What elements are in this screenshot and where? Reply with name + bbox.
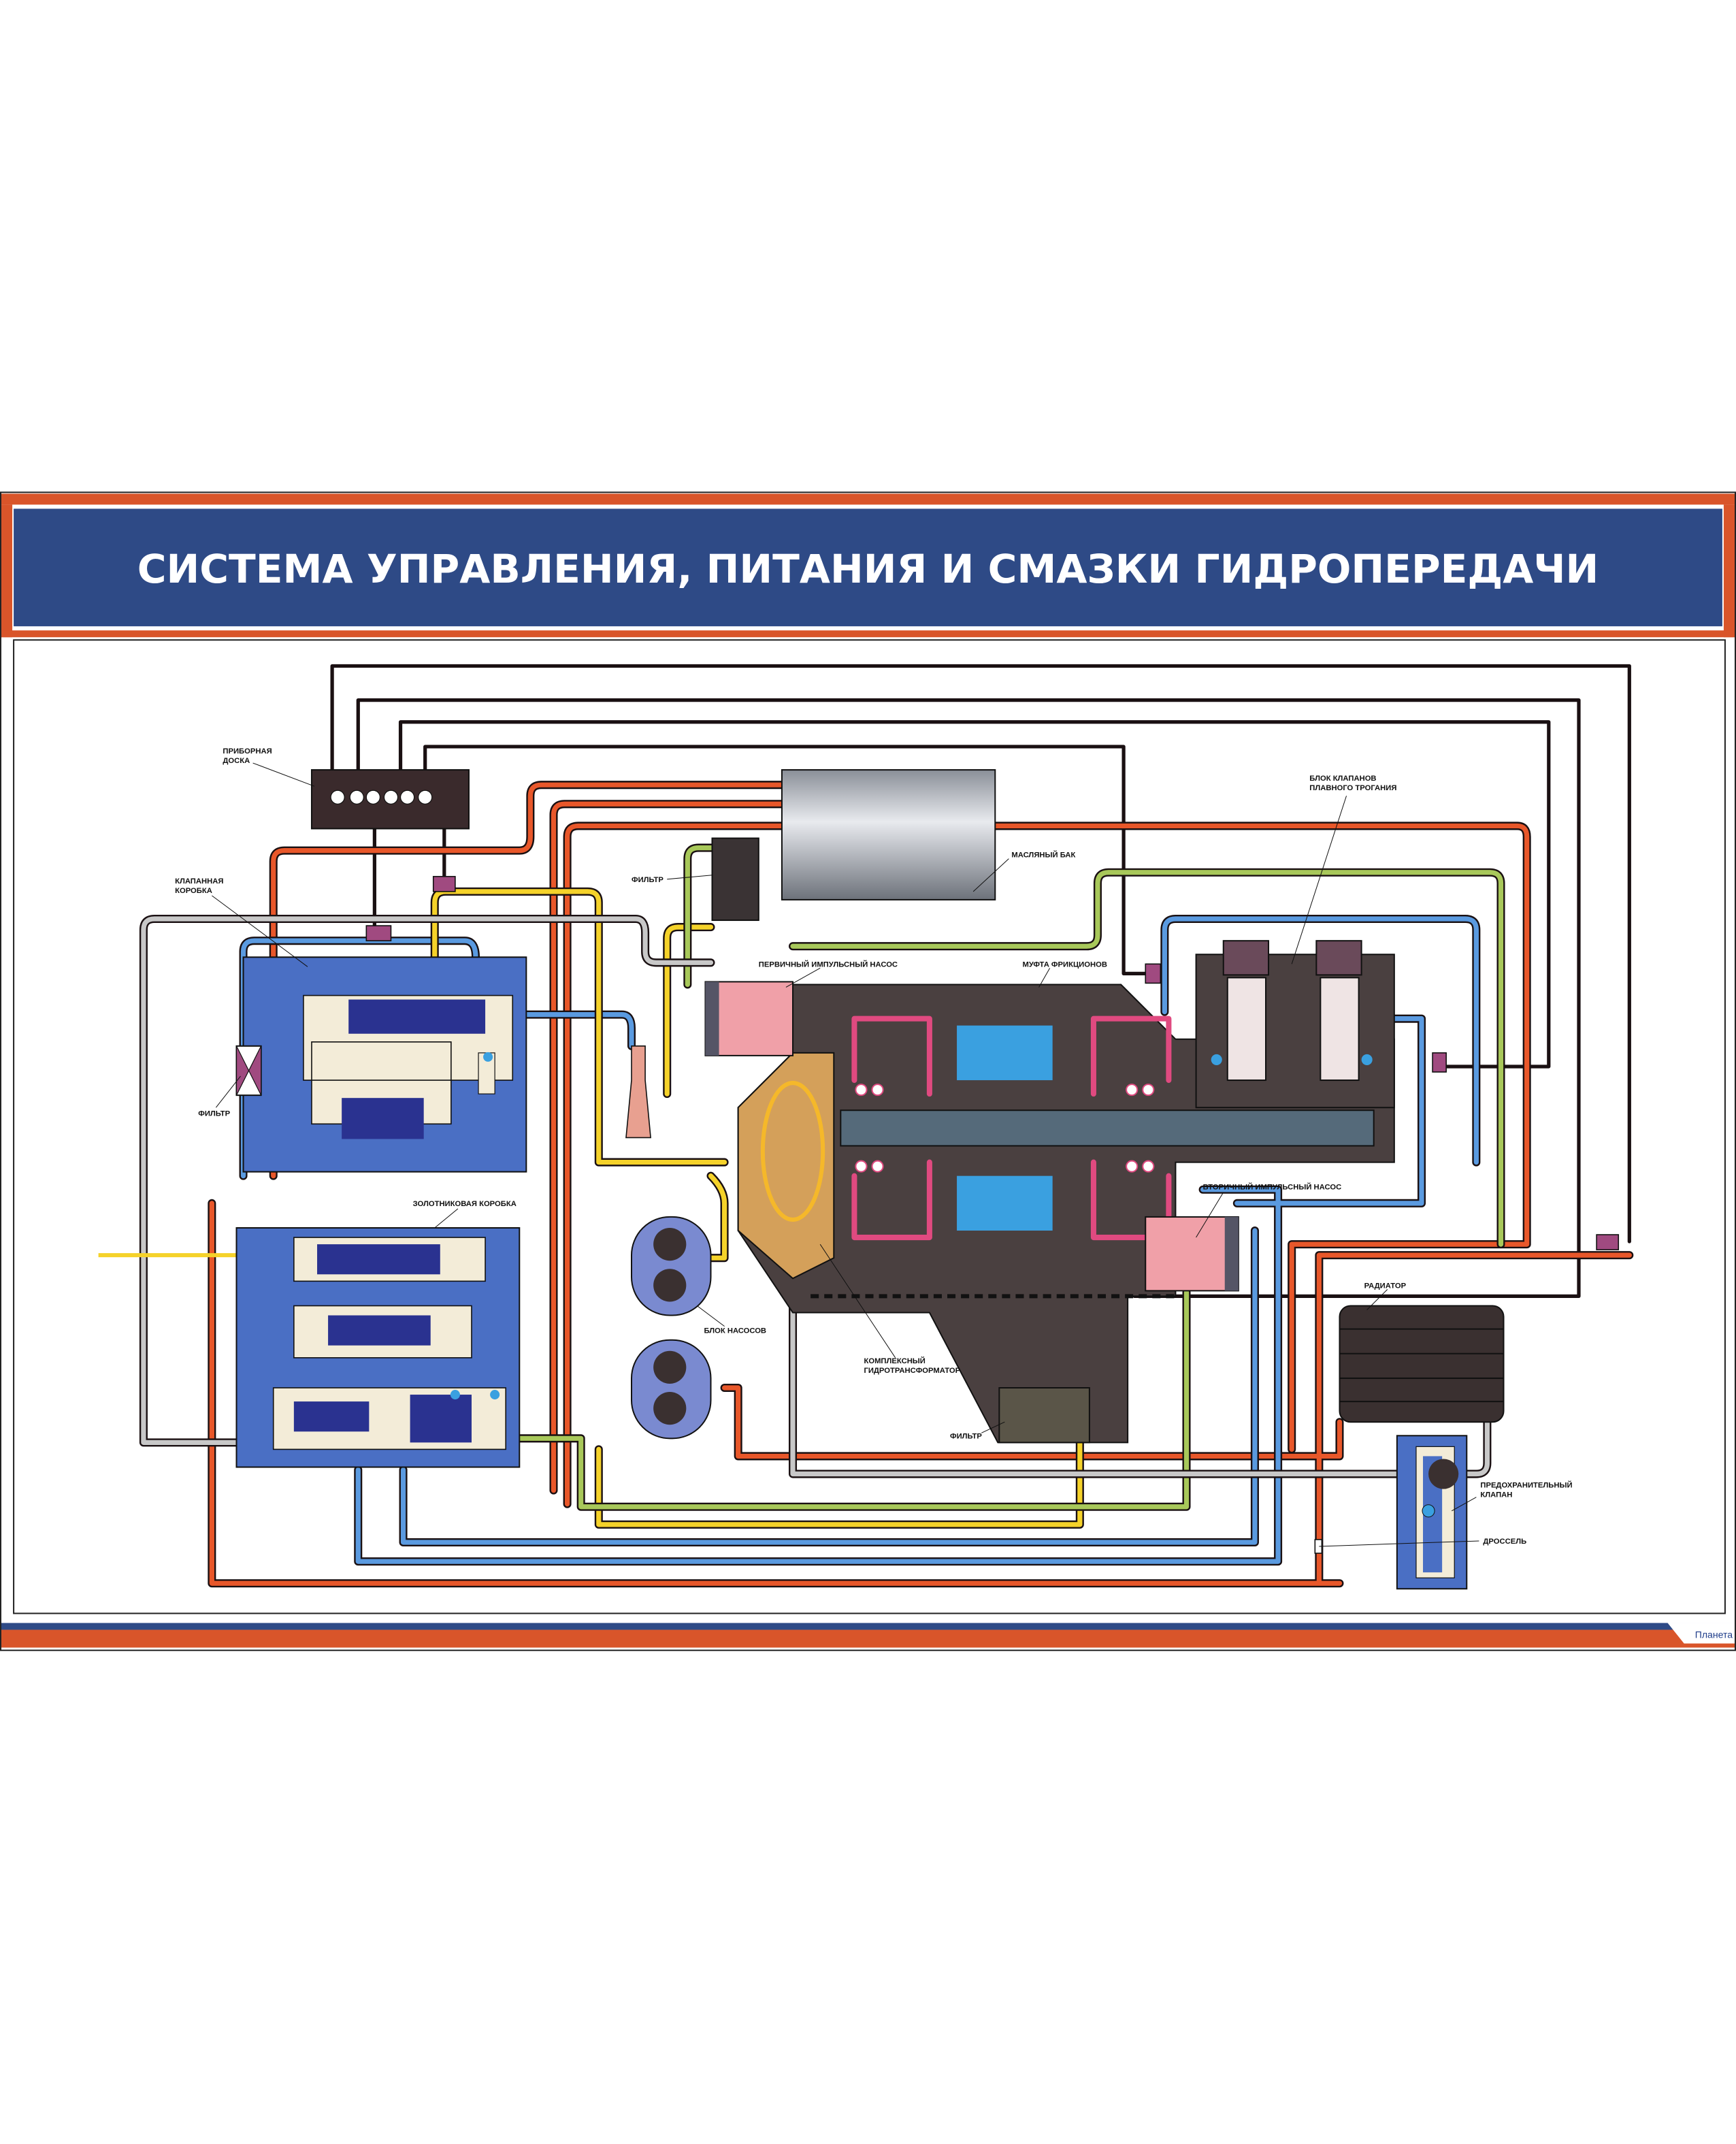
label-valve-box: КЛАПАННАЯ [175, 877, 223, 886]
right-border [1723, 504, 1735, 638]
label-smooth-start-2: ПЛАВНОГО ТРОГАНИЯ [1309, 784, 1396, 792]
component-labels: ПРИБОРНАЯ ДОСКА КЛАПАННАЯ КОРОБКА ФИЛЬТР… [175, 747, 1572, 1546]
logo-tab [1667, 1623, 1735, 1644]
label-safety-valve-2: КЛАПАН [1480, 1491, 1512, 1499]
label-safety-valve: ПРЕДОХРАНИТЕЛЬНЫЙ [1480, 1481, 1572, 1490]
bottom-stripe-orange [1, 1629, 1735, 1648]
suction-nozzle [625, 1045, 652, 1139]
filter-bottom [998, 1386, 1090, 1444]
label-valve-box-2: КОРОБКА [175, 887, 212, 895]
pipes-gray [139, 915, 1492, 1478]
label-torque-converter: КОМПЛЕКСНЫЙ [864, 1357, 925, 1365]
label-pump-block: БЛОК НАСОСОВ [704, 1327, 766, 1335]
label-filter-left: ФИЛЬТР [198, 1109, 230, 1118]
label-filter-bottom: ФИЛЬТР [950, 1432, 982, 1440]
filter-top [711, 837, 759, 922]
pump-block [630, 1216, 712, 1440]
bottom-stripe-blue [1, 1623, 1735, 1630]
poster-title: СИСТЕМА УПРАВЛЕНИЯ, ПИТАНИЯ И СМАЗКИ ГИД… [137, 546, 1599, 592]
label-torque-converter-2: ГИДРОТРАНСФОРМАТОР [864, 1367, 960, 1375]
label-throttle: ДРОССЕЛЬ [1483, 1538, 1526, 1546]
smooth-start-valve-block [1195, 940, 1395, 1109]
top-border-stripe [1, 493, 1735, 505]
oil-tank [781, 769, 996, 900]
logo: Планета [1695, 1629, 1733, 1640]
main-shaft [840, 1109, 1375, 1147]
dashboard-panel [310, 769, 470, 830]
label-clutch: МУФТА ФРИКЦИОНОВ [1022, 960, 1107, 969]
clutch-pack [851, 1016, 1172, 1241]
secondary-pump [1145, 1216, 1239, 1292]
pipes-blue [239, 915, 1481, 1566]
label-oil-tank: МАСЛЯНЫЙ БАК [1011, 851, 1075, 860]
label-dashboard: ПРИБОРНАЯ [223, 747, 272, 756]
label-spool-box: ЗОЛОТНИКОВАЯ КОРОБКА [413, 1200, 517, 1208]
pipes-green [515, 843, 1505, 1511]
valve-box [242, 956, 527, 1173]
pipes-yellow [430, 887, 1084, 1529]
safety-valve [1396, 1435, 1468, 1590]
radiator [1339, 1305, 1505, 1423]
label-smooth-start: БЛОК КЛАПАНОВ [1309, 775, 1376, 783]
spool-box [235, 1227, 521, 1468]
torque-converter-flow [760, 1081, 825, 1222]
label-radiator: РАДИАТОР [1364, 1282, 1407, 1290]
filter-left [235, 1045, 262, 1097]
label-filter-top: ФИЛЬТР [632, 876, 664, 884]
label-dashboard-2: ДОСКА [223, 757, 250, 765]
header-band [14, 508, 1722, 627]
primary-pump [704, 981, 794, 1056]
label-secondary-pump: ВТОРИЧНЫЙ ИМПУЛЬСНЫЙ НАСОС [1203, 1183, 1342, 1192]
left-border [1, 504, 13, 638]
header-underline [1, 630, 1735, 638]
label-primary-pump: ПЕРВИЧНЫЙ ИМПУЛЬСНЫЙ НАСОС [759, 960, 898, 969]
leader-lines [212, 762, 1479, 1547]
